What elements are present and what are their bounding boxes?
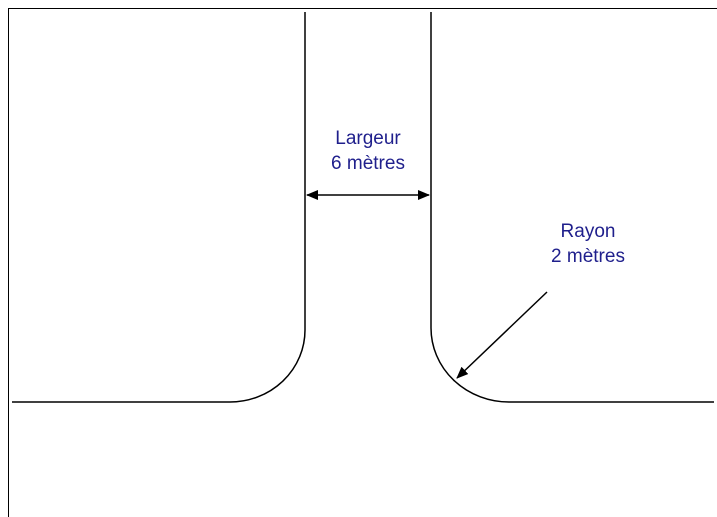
- street-width-label: Largeur 6 mètres: [308, 126, 428, 176]
- drawing-frame: [8, 8, 717, 517]
- corner-radius-label-line2: 2 mètres: [551, 246, 625, 267]
- corner-radius-label: Rayon 2 mètres: [528, 219, 648, 269]
- right-curb-line: [430, 12, 714, 403]
- left-curb-line: [12, 12, 306, 403]
- corner-radius-label-line1: Rayon: [560, 221, 616, 242]
- radius-leader-arrow: [456, 291, 548, 379]
- street-width-label-line1: Largeur: [335, 128, 401, 149]
- street-width-label-line2: 6 mètres: [331, 153, 405, 174]
